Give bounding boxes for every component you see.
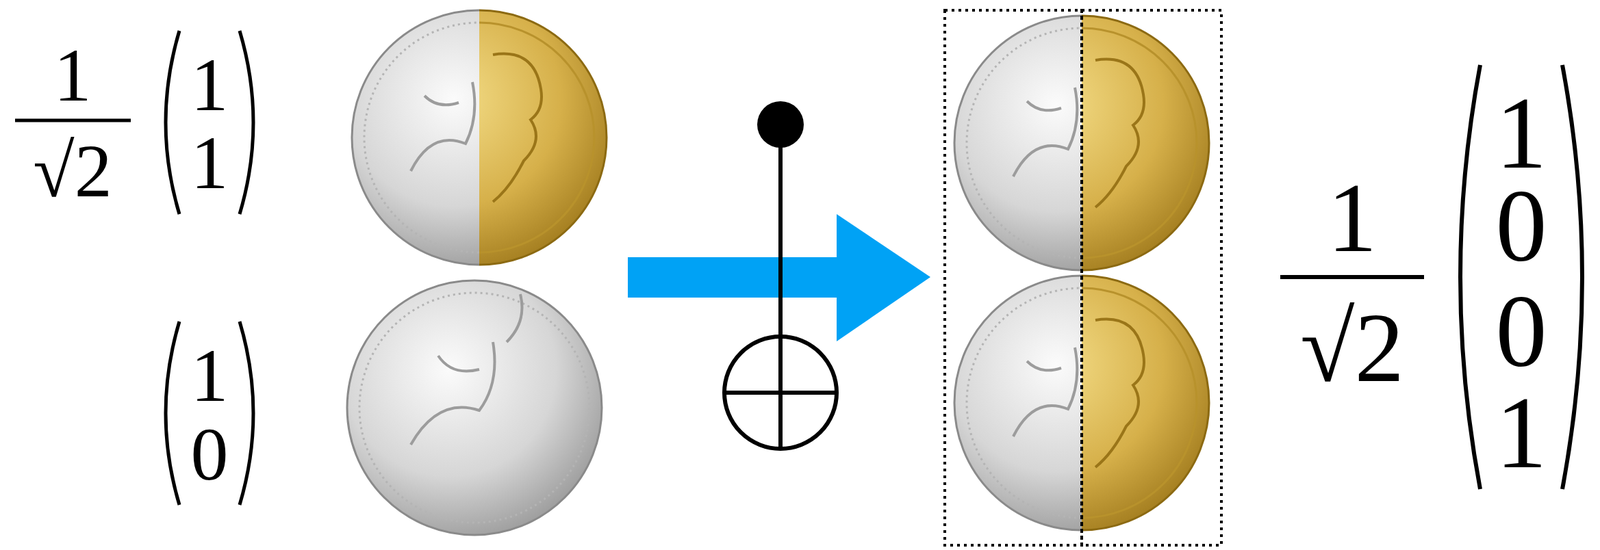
bracket [1460, 65, 1481, 490]
cnot-gate [724, 101, 837, 450]
fraction-bar [15, 119, 131, 123]
bracket [165, 321, 180, 506]
bracket [1562, 65, 1583, 490]
fraction-bar [1280, 275, 1425, 280]
math-symbol: 0 [191, 416, 229, 493]
dotted-box [1081, 10, 1222, 546]
math-symbol: 0 [1495, 280, 1548, 383]
coin-superposition [351, 10, 607, 265]
math-symbol: √2 [32, 133, 112, 209]
math-symbol: √2 [1300, 298, 1405, 398]
math-symbol: 1 [54, 37, 92, 113]
math-symbol: 0 [1495, 174, 1548, 278]
math-symbol: 1 [191, 47, 229, 123]
math-symbol: 1 [1327, 168, 1378, 268]
bracket [239, 321, 254, 506]
bracket [239, 30, 254, 215]
math-symbol: 1 [191, 125, 229, 201]
math-symbol: 1 [1495, 381, 1548, 485]
math-symbol: 1 [191, 338, 229, 414]
bracket [165, 30, 180, 215]
coin-silver [347, 280, 602, 536]
dotted-box [944, 10, 1082, 546]
math-symbol: 1 [1495, 81, 1548, 185]
